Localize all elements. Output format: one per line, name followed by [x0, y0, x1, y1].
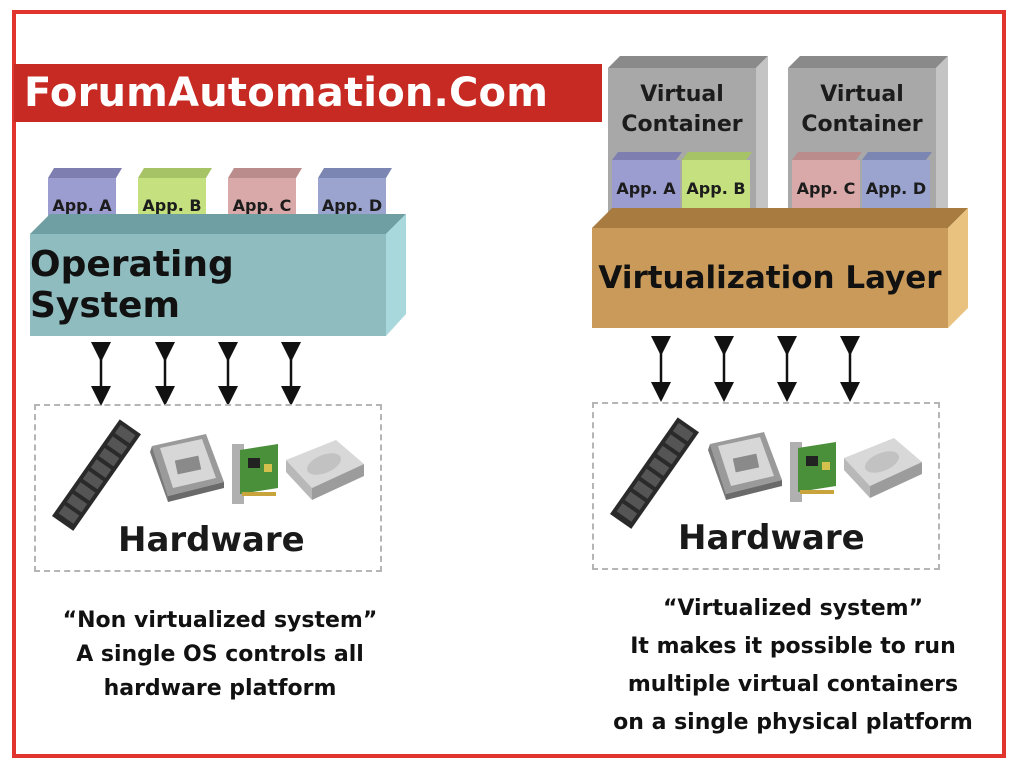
hard-disk-icon: [844, 438, 922, 498]
right-caption-line-3: multiple virtual containers: [627, 672, 959, 697]
cpu-chip-icon: [150, 434, 224, 502]
operating-system-layer: Operating System: [30, 214, 406, 336]
right-caption: “Virtualized system” It makes it possibl…: [598, 590, 988, 742]
cpu-chip-icon: [708, 432, 782, 500]
left-hardware-box: [34, 404, 382, 572]
right-caption-line-2: It makes it possible to run: [630, 634, 956, 659]
left-caption-line-1: “Non virtualized system”: [62, 608, 378, 633]
container-2-app-c: App. C: [792, 152, 862, 216]
virtual-container-2: Virtual Container App. C App. D: [788, 56, 948, 226]
container-1-title-1: Virtual: [640, 82, 724, 107]
network-card-icon: [232, 444, 278, 504]
right-caption-line-1: “Virtualized system”: [662, 596, 924, 621]
container-2-app-d: App. D: [862, 152, 932, 216]
hard-disk-icon: [286, 440, 364, 500]
site-banner: ForumAutomation.Com: [14, 64, 602, 122]
right-hardware-label: Hardware: [678, 518, 865, 558]
left-hardware-icons: [52, 419, 364, 531]
container-2-title-1: Virtual: [820, 82, 904, 107]
right-hardware-box: [592, 402, 940, 570]
outer-frame: [12, 10, 1006, 758]
virtualization-layer: Virtualization Layer: [592, 208, 968, 328]
container-2-title-2: Container: [801, 112, 923, 137]
container-1-title-2: Container: [621, 112, 743, 137]
os-label: Operating System: [30, 244, 234, 326]
left-caption-line-3: hardware platform: [103, 676, 337, 701]
virtualization-label: Virtualization Layer: [598, 260, 942, 296]
left-hardware-label: Hardware: [118, 520, 305, 560]
network-card-icon: [790, 442, 836, 502]
container-1-app-a: App. A: [612, 152, 682, 216]
virtual-container-1: Virtual Container App. A App. B: [608, 56, 768, 226]
right-hardware-icons: [610, 417, 922, 529]
ram-module-icon: [610, 417, 699, 529]
ram-module-icon: [52, 419, 141, 531]
right-caption-line-4: on a single physical platform: [613, 710, 973, 735]
left-caption-line-2: A single OS controls all: [76, 642, 364, 667]
container-1-app-b: App. B: [682, 152, 752, 216]
left-caption: “Non virtualized system” A single OS con…: [40, 604, 400, 706]
